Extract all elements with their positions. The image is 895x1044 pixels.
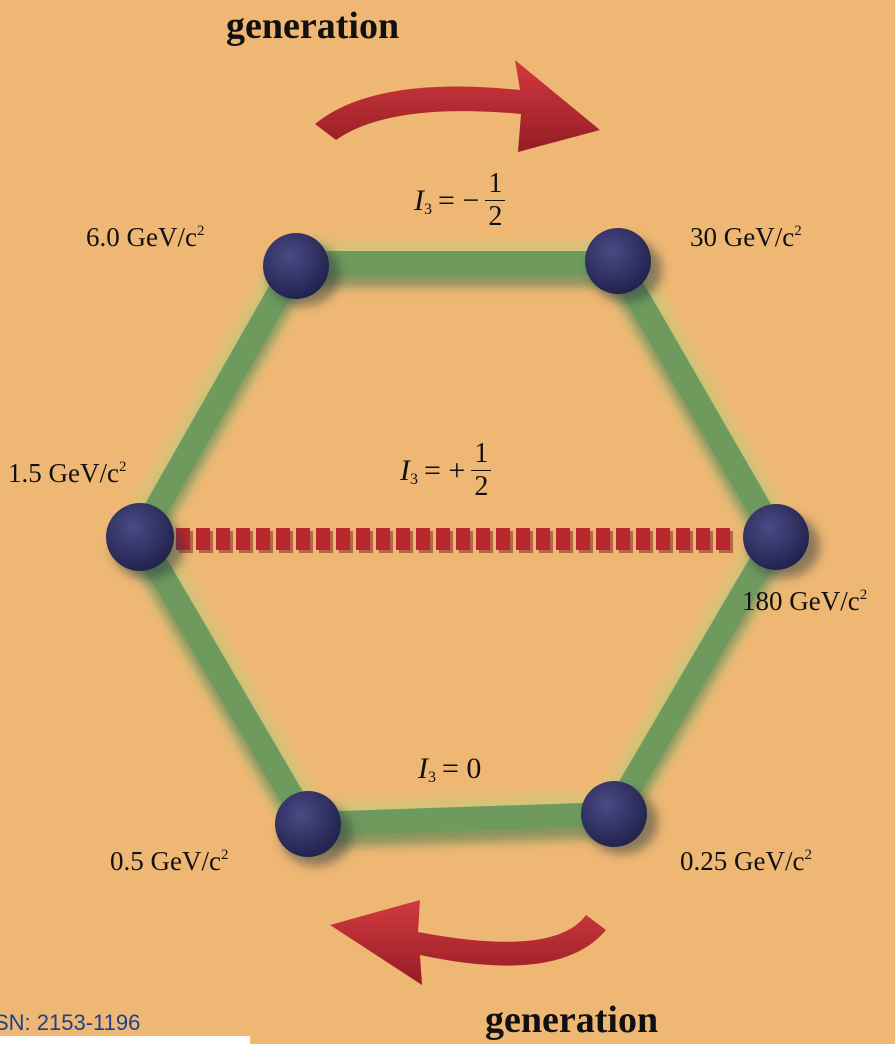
- dash-segment: [196, 528, 210, 550]
- dash-segment: [416, 528, 430, 550]
- dash-segment: [336, 528, 350, 550]
- dash-segment: [516, 528, 530, 550]
- arrow-top-icon: [315, 60, 600, 152]
- dashed-line: [176, 528, 733, 553]
- dash-segment: [376, 528, 390, 550]
- isospin-op: = +: [424, 453, 466, 487]
- dash-segment: [296, 528, 310, 550]
- dash-segment: [356, 528, 370, 550]
- dash-segment: [476, 528, 490, 550]
- footer-bar: [0, 1036, 250, 1044]
- title-bottom: generation: [485, 999, 659, 1041]
- nodes: [106, 228, 820, 866]
- dash-segment: [576, 528, 590, 550]
- isospin-var: I3: [400, 453, 418, 488]
- dash-segment: [436, 528, 450, 550]
- dash-segment: [636, 528, 650, 550]
- dash-segment: [536, 528, 550, 550]
- isospin-var: I3: [414, 183, 432, 218]
- dash-segment: [216, 528, 230, 550]
- dash-segment: [316, 528, 330, 550]
- dash-segment: [256, 528, 270, 550]
- mass-label-middle-right: 180 GeV/c2: [742, 586, 868, 616]
- dash-segment: [596, 528, 610, 550]
- mass-label-top-left: 6.0 GeV/c2: [86, 222, 205, 252]
- node-bottom-right: [581, 781, 647, 847]
- dash-segment: [656, 528, 670, 550]
- dash-segment: [236, 528, 250, 550]
- issn-label: SN: 2153-1196: [0, 1010, 141, 1035]
- dash-segment: [556, 528, 570, 550]
- dash-segment: [616, 528, 630, 550]
- dash-segment: [496, 528, 510, 550]
- mass-label-middle-left: 1.5 GeV/c2: [8, 458, 127, 488]
- node-middle-right: [743, 504, 809, 570]
- mass-label-bottom-left: 0.5 GeV/c2: [110, 846, 229, 876]
- isospin-var: I3: [418, 752, 436, 786]
- node-middle-left: [106, 503, 174, 571]
- isospin-op: = −: [438, 183, 480, 217]
- isospin-op: = 0: [442, 752, 482, 785]
- node-top-right: [585, 228, 651, 294]
- node-bottom-left: [275, 791, 341, 857]
- dash-segment: [396, 528, 410, 550]
- title-top: generation: [226, 5, 400, 47]
- node-top-left: [263, 233, 329, 299]
- isospin-label-bottom: I3 = 0: [418, 752, 481, 786]
- dash-segment: [716, 528, 730, 550]
- dash-segment: [696, 528, 710, 550]
- dash-segment: [456, 528, 470, 550]
- mass-label-top-right: 30 GeV/c2: [690, 222, 802, 252]
- dash-segment: [676, 528, 690, 550]
- arrow-bottom-icon: [330, 900, 606, 985]
- mass-label-bottom-right: 0.25 GeV/c2: [680, 846, 812, 876]
- dash-segment: [276, 528, 290, 550]
